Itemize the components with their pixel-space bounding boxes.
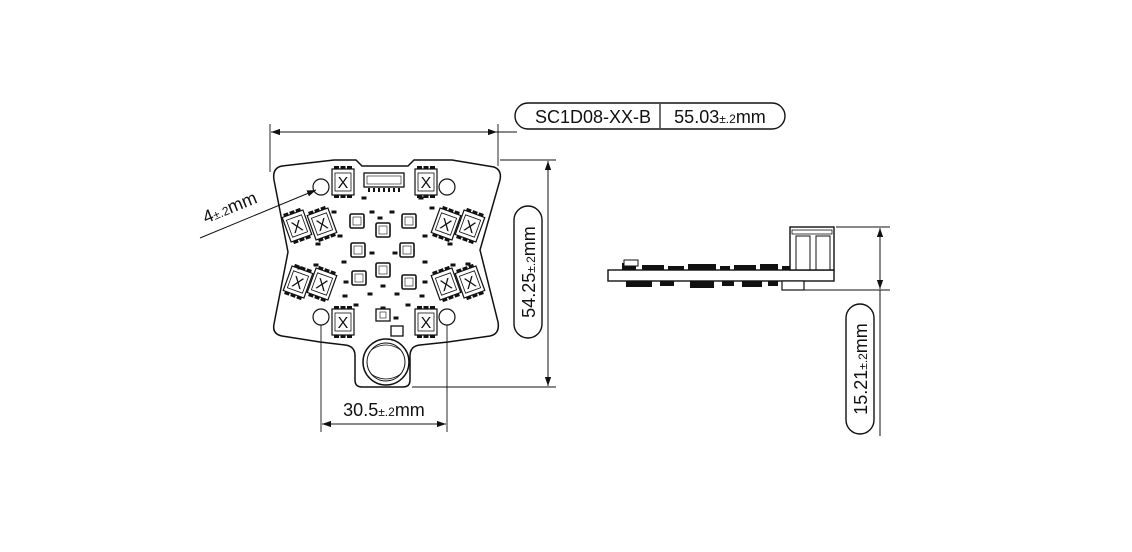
mosfet-chip: X bbox=[414, 305, 438, 339]
mosfet-chip: X bbox=[414, 165, 438, 199]
mount-hole-bl bbox=[312, 308, 330, 326]
mosfet-chip: X bbox=[429, 204, 463, 244]
mosfet-chip: X bbox=[429, 264, 463, 304]
side-pcb bbox=[607, 269, 835, 282]
hole-diameter-label: 4±.2mm bbox=[200, 188, 260, 228]
electrolytic-capacitor bbox=[362, 338, 410, 386]
mosfet-x-mark: X bbox=[421, 315, 432, 332]
part-number-label: SC1D08-XX-B bbox=[535, 107, 651, 127]
mosfet-chip: X bbox=[280, 206, 314, 246]
dimension-thickness: 15.21±.2mm bbox=[804, 226, 890, 436]
hole-spacing-label: 30.5±.2mm bbox=[343, 400, 425, 420]
mount-hole-br bbox=[438, 308, 456, 326]
width-dim-label: 55.03±.2mm bbox=[674, 107, 766, 127]
dimension-overall-height: 54.25±.2mm bbox=[412, 159, 556, 388]
dimension-overall-width: SC1D08-XX-B 55.03±.2mm bbox=[269, 102, 786, 172]
mount-hole-tr bbox=[438, 178, 456, 196]
mosfet-chip: X bbox=[305, 264, 339, 304]
dimension-hole-spacing: 30.5±.2mm bbox=[320, 325, 448, 432]
mosfet-chip: X bbox=[331, 305, 355, 339]
mosfet-chip: X bbox=[281, 262, 315, 302]
mosfet-chip: X bbox=[453, 262, 487, 302]
mosfet-chip: X bbox=[331, 165, 355, 199]
mosfet-x-mark: X bbox=[338, 315, 349, 332]
pcb-outline bbox=[272, 159, 502, 388]
side-connector bbox=[789, 226, 835, 271]
sensor-chip bbox=[375, 308, 404, 337]
top-connector bbox=[363, 172, 405, 192]
thickness-dim-label: 15.21±.2mm bbox=[851, 323, 871, 415]
mosfet-x-mark: X bbox=[421, 175, 432, 192]
ic-array bbox=[349, 213, 417, 290]
mount-hole-tl bbox=[312, 178, 330, 196]
mosfet-chip: X bbox=[305, 204, 339, 244]
mosfet-chip: X bbox=[453, 206, 487, 246]
side-view bbox=[607, 226, 835, 291]
height-dim-label: 54.25±.2mm bbox=[519, 226, 539, 318]
mosfet-x-mark: X bbox=[338, 175, 349, 192]
